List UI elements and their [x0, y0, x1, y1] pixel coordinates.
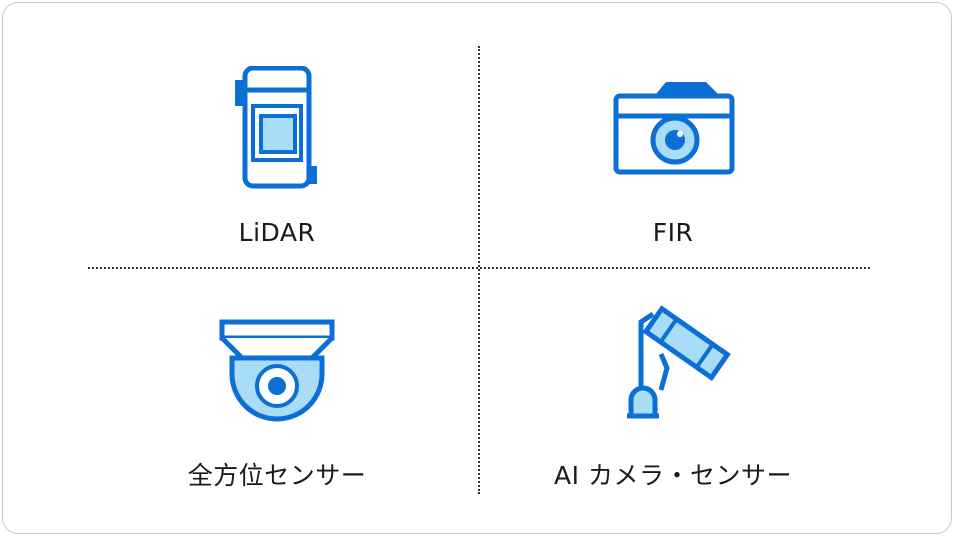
- dome-camera-icon: [219, 319, 335, 422]
- camera-icon: [613, 82, 735, 175]
- cell-ai-camera: AI カメラ・センサー: [478, 288, 868, 508]
- vertical-divider: [478, 46, 480, 494]
- horizontal-divider: [88, 267, 870, 269]
- label-lidar: LiDAR: [238, 218, 316, 247]
- security-camera-icon: [627, 305, 731, 419]
- label-ai-camera: AI カメラ・センサー: [554, 461, 792, 490]
- cell-lidar: LiDAR: [82, 46, 472, 266]
- cell-omni: 全方位センサー: [82, 288, 472, 508]
- label-fir: FIR: [652, 218, 694, 247]
- lidar-icon: [235, 66, 317, 189]
- label-omni: 全方位センサー: [187, 461, 367, 490]
- cell-fir: FIR: [478, 46, 868, 266]
